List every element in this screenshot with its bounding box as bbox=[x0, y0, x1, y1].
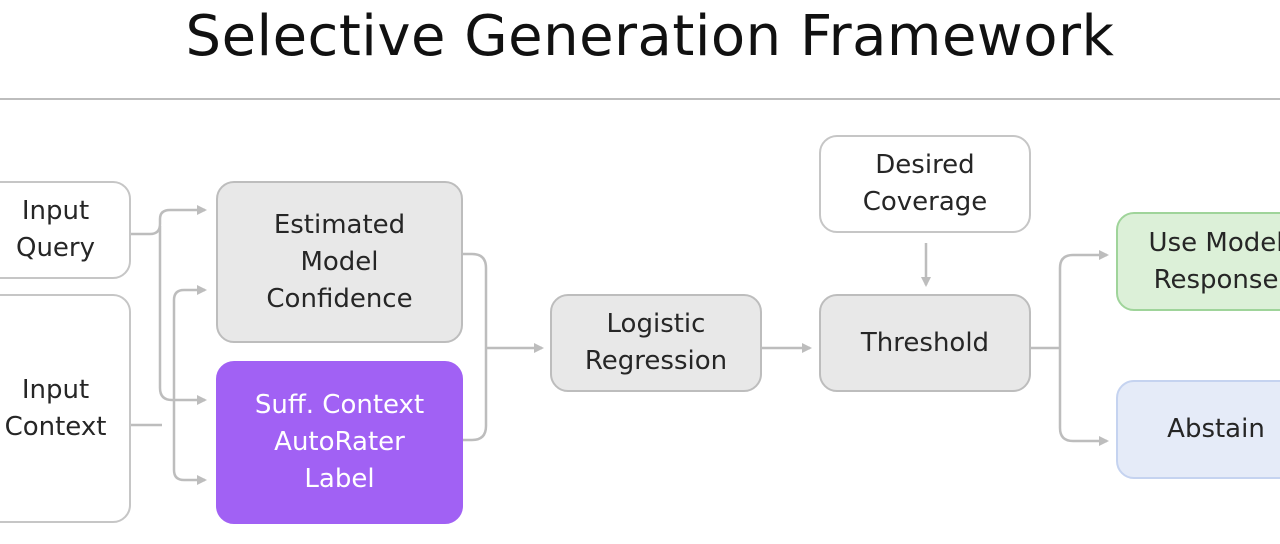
node-abstain: Abstain bbox=[1116, 380, 1280, 479]
edge-threshold-to-abstain bbox=[1058, 348, 1109, 446]
edge-query-to-confidence bbox=[131, 205, 207, 236]
title-divider bbox=[0, 98, 1280, 100]
node-estimated-model-confidence: Estimated Model Confidence bbox=[216, 181, 463, 343]
node-input-query: Input Query bbox=[0, 181, 131, 279]
edge-autorater-to-merge bbox=[463, 348, 488, 442]
node-desired-coverage: Desired Coverage bbox=[819, 135, 1031, 233]
node-input-context: Input Context bbox=[0, 294, 131, 523]
node-logistic-regression: Logistic Regression bbox=[550, 294, 762, 392]
edge-query-to-autorater bbox=[158, 226, 207, 405]
node-threshold: Threshold bbox=[819, 294, 1031, 392]
node-autorater-label: Suff. Context AutoRater Label bbox=[216, 361, 463, 524]
node-use-model-response: Use Model Response bbox=[1116, 212, 1280, 311]
edge-threshold-to-use-response bbox=[1058, 250, 1109, 348]
edge-confidence-to-merge bbox=[463, 252, 488, 348]
diagram-title: Selective Generation Framework bbox=[185, 4, 1115, 69]
edge-context-to-confidence bbox=[131, 290, 205, 427]
edge-context-to-autorater bbox=[172, 425, 207, 485]
